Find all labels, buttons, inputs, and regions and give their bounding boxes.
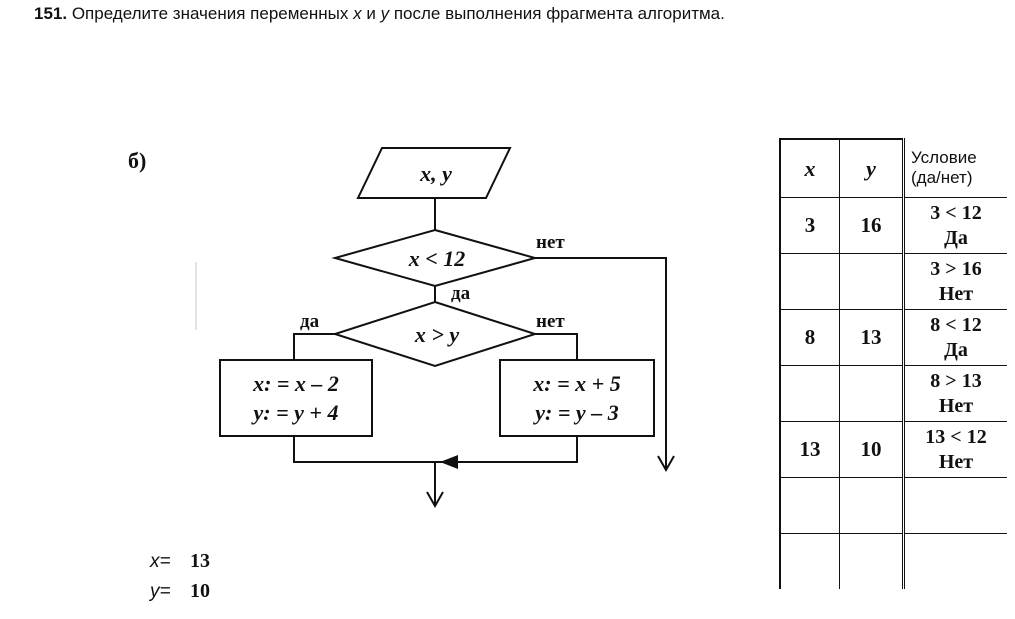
trace-cell-y	[839, 477, 904, 534]
trace-cell-x: 13	[779, 421, 840, 478]
flow-decision2-text: x > y	[414, 322, 460, 347]
answer-x-value: 13	[190, 550, 210, 572]
trace-cell-y	[839, 533, 904, 589]
trace-cell-y	[839, 365, 904, 422]
flow-decision2-shape	[331, 300, 539, 368]
part-label: б)	[128, 148, 147, 173]
trace-cell-x	[779, 477, 840, 534]
table-row	[779, 477, 1007, 534]
answer-y-value: 10	[190, 580, 210, 602]
trace-cell-y: 13	[839, 309, 904, 366]
task-var-y: y	[380, 4, 390, 23]
flow-left-process	[219, 359, 373, 437]
answer-y-label: y=	[150, 581, 171, 602]
trace-cell-condition	[902, 477, 1007, 534]
flow-input-text: x, y	[419, 161, 452, 186]
flow-line-cond1-no	[535, 257, 667, 468]
flow-decision1-text: x < 12	[408, 246, 466, 271]
flow-decision1-no-label: нет	[536, 232, 565, 253]
trace-cell-y: 10	[839, 421, 904, 478]
task-text-part2: после выполнения фрагмента алгоритма.	[393, 4, 725, 23]
table-row	[779, 533, 1007, 589]
flow-right-line1: x: = x + 5	[532, 371, 620, 396]
flow-line-cond2-yes	[293, 333, 335, 360]
flow-line-merge-left	[293, 436, 578, 463]
trace-cell-condition	[902, 533, 1007, 589]
flow-decision2-no-label: нет	[536, 311, 565, 332]
trace-header-x: x	[779, 138, 840, 198]
flow-decision1-yes-label: да	[451, 283, 471, 304]
flow-line-cond2-no	[535, 333, 578, 360]
answer-x-label: x=	[150, 551, 171, 572]
trace-header-condition: Условие (да/нет)	[902, 139, 1007, 198]
trace-condition-result: Да	[944, 338, 968, 361]
trace-condition-result: Нет	[938, 450, 974, 473]
trace-header-y: y	[839, 138, 904, 198]
flow-right-line2: y: = y – 3	[532, 400, 618, 425]
answers-block: x= 13 y= 10	[150, 546, 210, 606]
trace-header-row: x y Условие (да/нет)	[779, 138, 1007, 198]
flow-input-shape	[356, 147, 512, 199]
answer-x-row: x= 13	[150, 546, 210, 576]
flow-arrow-merge	[440, 455, 458, 469]
task-statement: 151. Определите значения переменных x и …	[34, 4, 725, 24]
trace-condition-text: 13 < 12	[925, 425, 987, 448]
trace-cell-x: 3	[779, 197, 840, 254]
trace-cell-x	[779, 253, 840, 310]
flow-left-line2: y: = y + 4	[251, 400, 339, 425]
task-number: 151.	[34, 4, 68, 23]
task-var-x: x	[353, 4, 362, 23]
answer-y-row: y= 10	[150, 576, 210, 606]
flow-arrow-cond1-no	[657, 455, 675, 473]
trace-condition-result: Нет	[938, 282, 974, 305]
flow-decision2-yes-label: да	[300, 311, 320, 332]
trace-condition-text: 3 > 16	[930, 257, 982, 280]
trace-cell-y	[839, 253, 904, 310]
trace-header-condition-line1: Условие	[911, 148, 977, 167]
task-text-part1: Определите значения переменных	[71, 4, 349, 23]
task-text-and: и	[366, 4, 376, 23]
trace-cell-x: 8	[779, 309, 840, 366]
trace-cell-x	[779, 365, 840, 422]
flow-left-line1: x: = x – 2	[252, 371, 339, 396]
trace-cell-x	[779, 533, 840, 589]
trace-condition-result: Нет	[938, 394, 974, 417]
trace-condition-text: 3 < 12	[930, 201, 982, 224]
trace-condition-result: Да	[944, 226, 968, 249]
trace-condition-text: 8 > 13	[930, 369, 982, 392]
trace-header-condition-line2: (да/нет)	[911, 168, 973, 187]
trace-condition-text: 8 < 12	[930, 313, 982, 336]
trace-cell-y: 16	[839, 197, 904, 254]
flow-arrow-exit	[426, 491, 444, 509]
